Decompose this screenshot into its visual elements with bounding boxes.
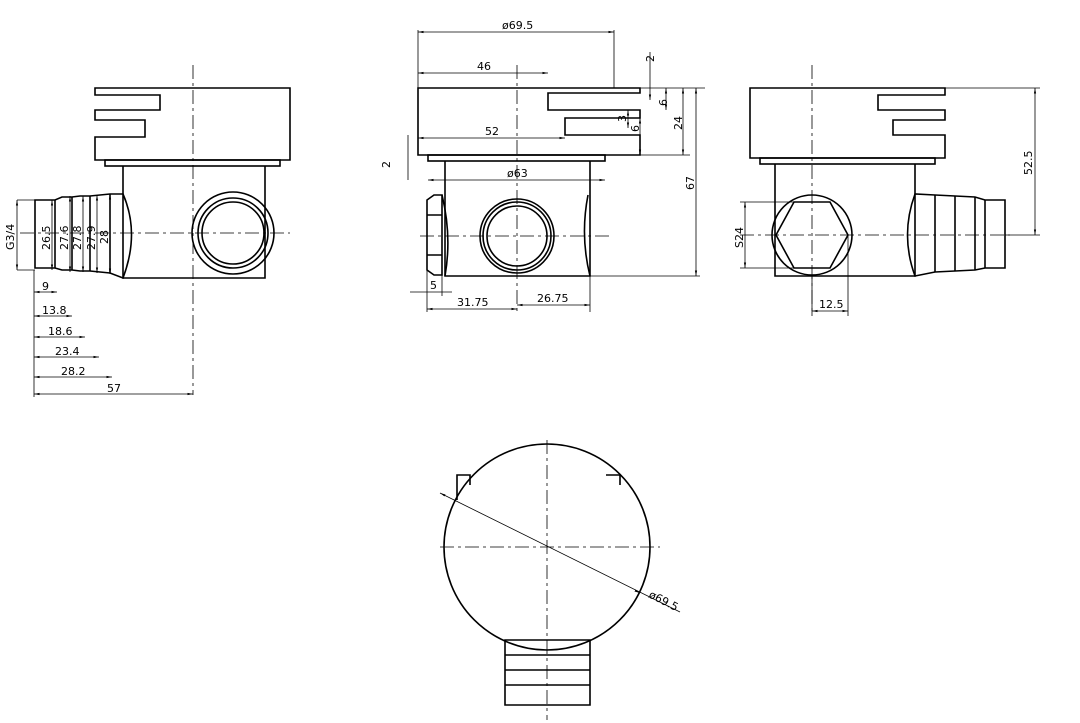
len-18-6: 18.6 [48, 325, 73, 338]
slot-height-1: 6 [657, 99, 670, 106]
slot-height-2: 6 [629, 125, 642, 132]
height-dim: 52.5 [1022, 151, 1035, 176]
hex-size: S24 [733, 227, 746, 248]
len-57: 57 [107, 382, 121, 395]
dim-27-8: 27.8 [71, 226, 84, 251]
collar-diameter: ø63 [507, 167, 528, 180]
total-height: 67 [684, 176, 697, 190]
cap-diameter: ø69.5 [502, 19, 533, 32]
bottom-diameter: ø69.5 [647, 588, 681, 614]
slot1-length: 46 [477, 60, 491, 73]
left-offset: 31.75 [457, 296, 489, 309]
dim-28: 28 [98, 230, 111, 244]
slot2-length: 52 [485, 125, 499, 138]
collar-thickness: 2 [380, 161, 393, 168]
dim-26-5: 26.5 [40, 226, 53, 251]
len-28-2: 28.2 [61, 365, 86, 378]
left-side-view: G3/4 26.5 27.6 27.8 27.9 28 9 13.8 18.6 … [4, 65, 291, 397]
front-view: ø69.5 46 52 ø63 2 2 6 3 6 24 67 5 31.75 … [380, 19, 705, 315]
len-13-8: 13.8 [42, 304, 67, 317]
nut-width: 5 [430, 279, 437, 292]
slot-gap: 3 [616, 115, 629, 122]
thread-label: G3/4 [4, 224, 17, 250]
dim-27-6: 27.6 [58, 226, 71, 251]
cap-height: 24 [672, 116, 685, 130]
right-side-view: 52.5 S24 12.5 [733, 65, 1040, 316]
len-23-4: 23.4 [55, 345, 80, 358]
bottom-view: ø69.5 [439, 440, 681, 720]
right-offset: 26.75 [537, 292, 569, 305]
dim-27-9: 27.9 [85, 226, 98, 251]
len-9: 9 [42, 280, 49, 293]
top-gap: 2 [644, 55, 657, 62]
hex-width: 12.5 [819, 298, 844, 311]
